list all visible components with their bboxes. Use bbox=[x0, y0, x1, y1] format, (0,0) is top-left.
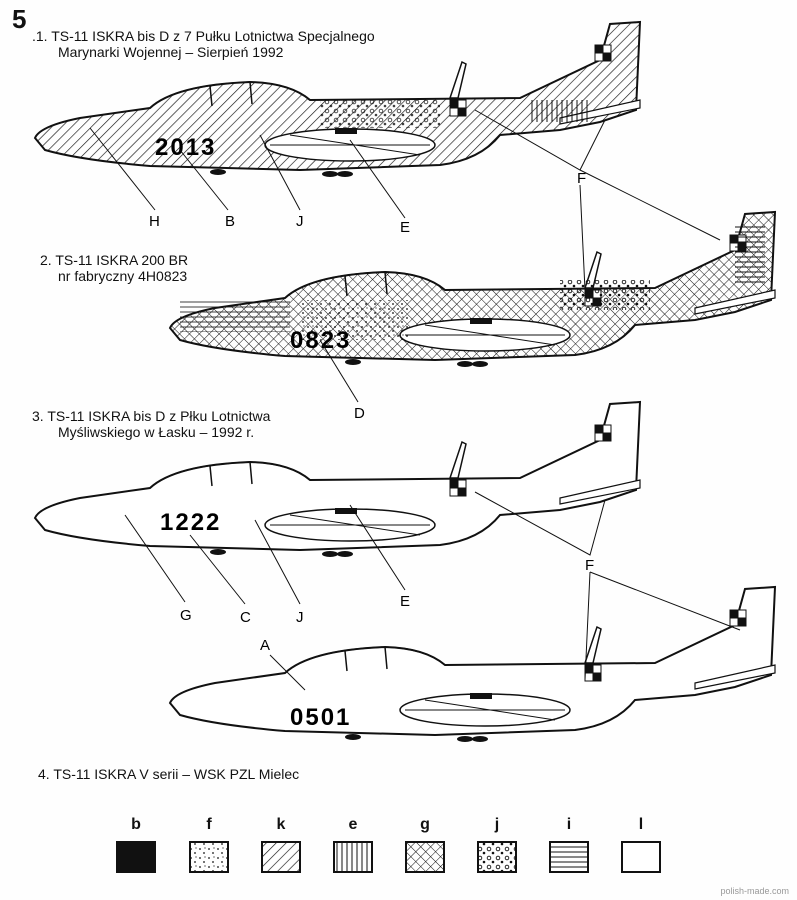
caption-line: 4. TS-11 ISKRA V serii – WSK PZL Mielec bbox=[38, 766, 300, 782]
legend-label-f: f bbox=[206, 816, 212, 833]
legend-swatch-f bbox=[189, 841, 229, 873]
callout-f: F bbox=[577, 170, 586, 187]
callout-g: G bbox=[180, 607, 192, 624]
callout-a: A bbox=[260, 637, 270, 654]
caption-aircraft-1: .1. TS-11 ISKRA bis D z 7 Pułku Lotnictw… bbox=[32, 28, 375, 60]
legend-label-k: k bbox=[276, 816, 286, 833]
aircraft-1-profile bbox=[34, 21, 641, 178]
legend-label-i: i bbox=[566, 816, 572, 833]
callout-b: B bbox=[225, 213, 235, 230]
callout-h: H bbox=[149, 213, 160, 230]
aircraft-3-profile bbox=[34, 401, 641, 558]
legend-swatch-e bbox=[333, 841, 373, 873]
callout-e: E bbox=[400, 219, 410, 236]
page-number: 5 bbox=[12, 4, 27, 34]
caption-line: .1. TS-11 ISKRA bis D z 7 Pułku Lotnictw… bbox=[32, 28, 375, 44]
caption-line: nr fabryczny 4H0823 bbox=[58, 268, 188, 284]
legend-swatch-g bbox=[405, 841, 445, 873]
callout-j: J bbox=[296, 213, 304, 230]
aircraft-3-serial: 1222 bbox=[160, 509, 221, 536]
caption-line: 3. TS-11 ISKRA bis D z Płku Lotnictwa bbox=[32, 408, 271, 424]
legend-swatch-l bbox=[621, 841, 661, 873]
callout-e: E bbox=[400, 593, 410, 610]
legend-swatch-i bbox=[549, 841, 589, 873]
aircraft-2-serial: 0823 bbox=[290, 327, 351, 354]
caption-line: Marynarki Wojennej – Sierpień 1992 bbox=[58, 44, 284, 60]
aircraft-2-profile bbox=[169, 211, 776, 368]
caption-aircraft-3: 3. TS-11 ISKRA bis D z Płku Lotnictwa My… bbox=[32, 408, 270, 440]
legend-label-g: g bbox=[420, 816, 430, 833]
aircraft-4-serial: 0501 bbox=[290, 704, 351, 731]
callout-c: C bbox=[240, 609, 251, 626]
callout-d: D bbox=[354, 405, 365, 422]
caption-line: Myśliwskiego w Łasku – 1992 r. bbox=[58, 424, 255, 440]
legend-swatch-b bbox=[116, 841, 156, 873]
legend-label-e: e bbox=[348, 816, 358, 833]
caption-line: 2. TS-11 ISKRA 200 BR bbox=[40, 252, 189, 268]
caption-aircraft-2: 2. TS-11 ISKRA 200 BR nr fabryczny 4H082… bbox=[40, 252, 188, 284]
legend-swatch-j bbox=[477, 841, 517, 873]
legend-label-j: j bbox=[494, 816, 500, 833]
aircraft-4-profile bbox=[169, 586, 776, 743]
caption-aircraft-4: 4. TS-11 ISKRA V serii – WSK PZL Mielec bbox=[38, 766, 299, 782]
callout-f: F bbox=[585, 557, 594, 574]
legend-label-l: l bbox=[638, 816, 644, 833]
watermark: polish-made.com bbox=[720, 886, 789, 896]
legend-swatch-k bbox=[261, 841, 301, 873]
callout-j: J bbox=[296, 609, 304, 626]
legend-label-b: b bbox=[131, 816, 141, 833]
